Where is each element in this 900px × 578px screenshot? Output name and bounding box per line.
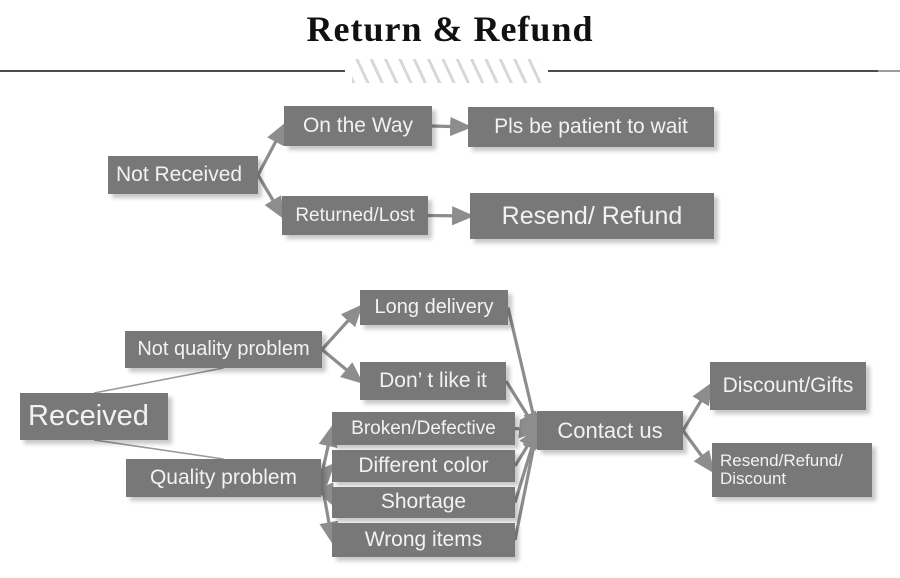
node-received: Received (20, 393, 168, 440)
edge-on-the-way-to-pls-be-patient (431, 116, 473, 137)
node-shortage: Shortage (332, 487, 515, 518)
diagonal-hatch-divider-icon (352, 59, 542, 83)
edge-quality-problem-to-broken-defective (318, 424, 338, 479)
edge-different-color-to-contact-us (513, 426, 540, 467)
node-pls-be-patient: Pls be patient to wait (468, 107, 714, 147)
node-not-received: Not Received (108, 156, 258, 194)
node-resend-refund: Resend/ Refund (470, 193, 714, 239)
node-returned-lost: Returned/Lost (282, 196, 428, 235)
node-different-color: Different color (332, 450, 515, 482)
edge-not-quality-problem-to-long-delivery (320, 304, 364, 351)
node-discount-gifts: Discount/Gifts (710, 362, 866, 410)
edge-quality-problem-to-different-color (312, 462, 336, 486)
node-wrong-items: Wrong items (332, 523, 515, 557)
edge-quality-problem-to-wrong-items (319, 477, 339, 545)
node-on-the-way: On the Way (284, 106, 432, 146)
edge-not-quality-problem-to-dont-like-it (320, 348, 364, 384)
node-not-quality-problem: Not quality problem (125, 331, 322, 368)
edge-received-to-quality-problem (93, 439, 224, 460)
node-dont-like-it: Don’ t like it (360, 362, 506, 400)
edge-not-received-to-on-the-way (256, 122, 287, 176)
edge-received-to-not-quality-problem (93, 367, 224, 394)
page-title: Return & Refund (306, 9, 594, 49)
edge-quality-problem-to-shortage (315, 477, 334, 507)
divider-line-left (0, 70, 345, 72)
node-long-delivery: Long delivery (360, 290, 508, 325)
divider-line-right (548, 70, 900, 72)
edge-returned-lost-to-resend-refund (427, 206, 475, 226)
node-quality-problem: Quality problem (126, 459, 321, 497)
edge-shortage-to-contact-us (513, 426, 541, 503)
node-contact-us: Contact us (537, 411, 683, 450)
node-broken-defective: Broken/Defective (332, 412, 515, 445)
edge-wrong-items-to-contact-us (513, 426, 543, 541)
node-resend-refund-discount: Resend/Refund/ Discount (712, 443, 872, 497)
edge-broken-defective-to-contact-us (514, 419, 542, 439)
edge-not-received-to-returned-lost (256, 174, 285, 220)
edge-contact-us-to-resend-refund-discount (681, 429, 715, 474)
edge-contact-us-to-discount-gifts (681, 382, 713, 432)
